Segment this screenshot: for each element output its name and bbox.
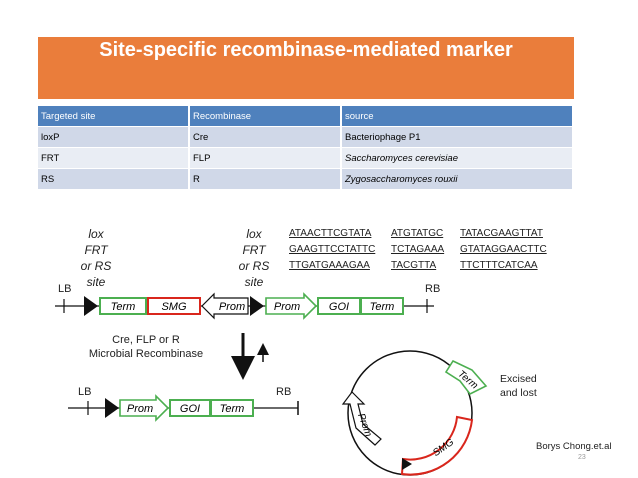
cell-site: RS (38, 168, 190, 189)
bottom-prom-label: Prom (127, 403, 153, 415)
bottom-term-box (210, 399, 254, 417)
term-box-2 (360, 297, 404, 315)
smg-label: SMG (161, 301, 187, 313)
term-label-2: Term (370, 301, 395, 313)
cell-source: Saccharomyces cerevisiae (341, 147, 574, 169)
seq-frt-3: GTATAGGAACTTC (460, 244, 547, 255)
bottom-site-triangle (105, 398, 119, 418)
recombinase-label-2: Microbial Recombinase (89, 348, 203, 360)
left-site-label: lox FRT or RS site (81, 227, 112, 289)
prom-label-2: Prom (274, 301, 300, 313)
bottom-lb-label: LB (78, 386, 91, 398)
recombinase-table: Targeted site Recombinase source loxP Cr… (38, 106, 574, 189)
header-source: source (341, 106, 574, 127)
cell-source: Zygosaccharomyces rouxii (341, 168, 574, 189)
seq-lox-3: TATACGAAGTTAT (460, 228, 543, 239)
right-site-rs: or RS (239, 259, 270, 273)
right-site-label: lox FRT or RS site (239, 227, 270, 289)
recombinase-label-1: Cre, FLP or R (112, 334, 180, 346)
prom-label-1: Prom (219, 301, 245, 313)
cell-recombinase: R (189, 168, 342, 189)
seq-rs-3: TTCTTTCATCAA (460, 260, 538, 271)
header-recombinase: Recombinase (189, 106, 342, 127)
excised-label-2: and lost (500, 387, 537, 399)
term-label-1: Term (111, 301, 136, 313)
right-site-lox: lox (246, 227, 262, 241)
seq-rs-2: TACGTTA (391, 260, 437, 271)
bottom-goi-label: GOI (180, 403, 200, 415)
cell-site: loxP (38, 126, 190, 148)
site-sequences: ATAACTTCGTATA ATGTATGC TATACGAAGTTAT GAA… (289, 228, 547, 271)
credit-text: Borys Chong.et.al (536, 441, 612, 452)
table-row: FRT FLP Saccharomyces cerevisiae (38, 147, 574, 169)
table-row: RS R Zygosaccharomyces rouxii (38, 168, 574, 189)
seq-rs-1: TTGATGAAAGAA (289, 260, 370, 271)
cell-recombinase: FLP (189, 147, 342, 169)
goi-label: GOI (329, 301, 349, 313)
seq-frt-1: GAAGTTCCTATTC (289, 244, 375, 255)
cell-site: FRT (38, 147, 190, 169)
left-site-rs: or RS (81, 259, 112, 273)
table-row: loxP Cre Bacteriophage P1 (38, 126, 574, 148)
cell-source: Bacteriophage P1 (341, 126, 574, 148)
seq-lox-2: ATGTATGC (391, 228, 443, 239)
prom-forward-arrow (265, 292, 318, 320)
table-header-row: Targeted site Recombinase source (38, 106, 574, 127)
slide-title: Site-specific recombinase-mediated marke… (99, 39, 513, 61)
term-box-1 (99, 297, 147, 315)
circle-prom-arrow (341, 391, 382, 446)
left-site-frt: FRT (84, 243, 109, 257)
bottom-rb-label: RB (276, 386, 291, 398)
right-site-site: site (245, 275, 264, 289)
circle-site-triangle (402, 458, 412, 470)
bottom-prom-arrow (119, 394, 170, 422)
smg-box (147, 297, 201, 315)
title-banner: Site-specific recombinase-mediated marke… (38, 37, 574, 99)
page-number: 23 (578, 454, 586, 461)
left-site-site: site (87, 275, 106, 289)
cell-recombinase: Cre (189, 126, 342, 148)
right-site-triangle (250, 296, 264, 316)
seq-frt-2: TCTAGAAA (391, 244, 444, 255)
top-rb-label: RB (425, 283, 440, 295)
right-site-frt: FRT (242, 243, 267, 257)
header-targeted-site: Targeted site (38, 106, 190, 127)
bottom-term-label: Term (220, 403, 245, 415)
top-lb-label: LB (58, 283, 71, 295)
left-site-lox: lox (88, 227, 104, 241)
prom-reverse-arrow (201, 292, 249, 320)
circle-term-box (444, 359, 488, 396)
seq-lox-1: ATAACTTCGTATA (289, 228, 372, 239)
left-site-triangle (84, 296, 98, 316)
excised-label-1: Excised (500, 373, 537, 385)
